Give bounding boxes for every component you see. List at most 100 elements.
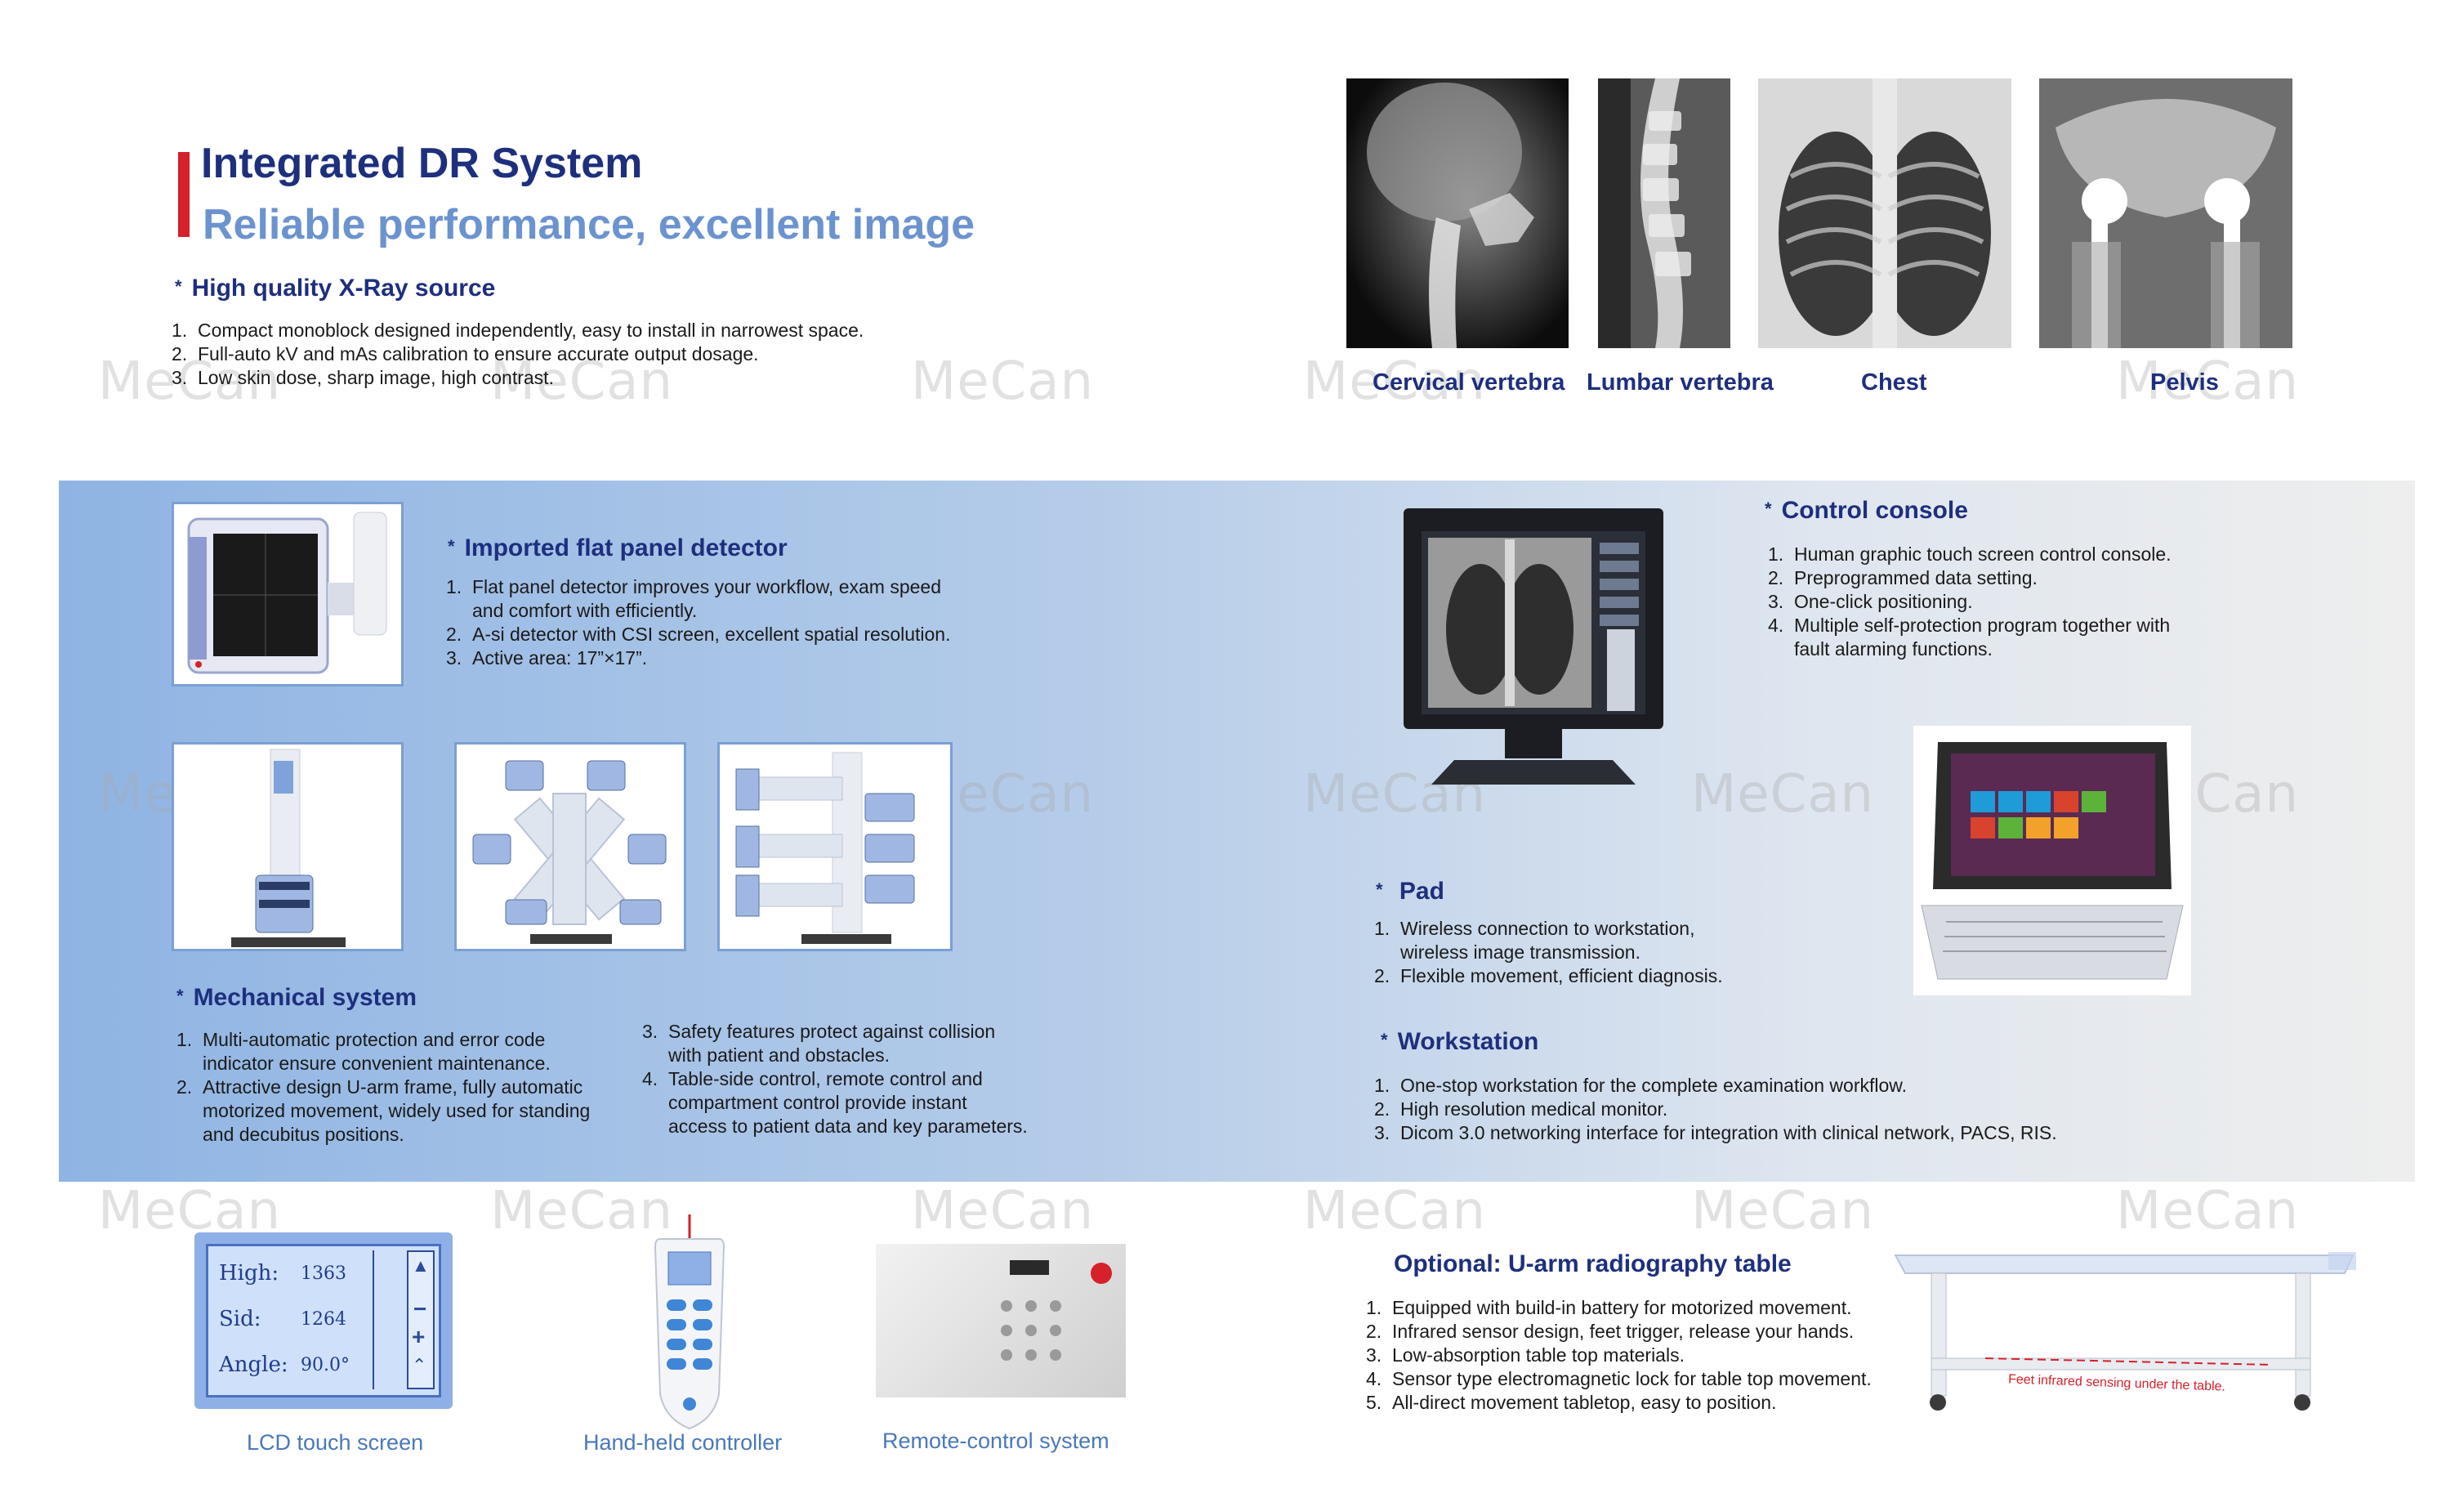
watermark: MeCan [911,351,1095,412]
watermark: MeCan [2116,1181,2300,1241]
list-item: 4.Table-side control, remote control and… [642,1067,1028,1138]
mechanical-list-left: 1.Multi-automatic protection and error c… [176,1028,590,1147]
list-item-number: 2. [446,624,462,645]
pad-heading: * Pad [1376,878,1444,905]
list-item-number: 1. [1374,1075,1390,1096]
list-item: 3.Low-absorption table top materials. [1366,1344,1872,1367]
bullet-star-icon: * [448,536,455,557]
title-accent-bar [178,152,190,237]
console-list: 1.Human graphic touch screen control con… [1768,543,2172,661]
list-item-text: motorized movement, widely used for stan… [203,1100,591,1121]
list-item-text: Full-auto kV and mAs calibration to ensu… [198,343,759,364]
xray-image-cervical [1346,78,1569,348]
pad-list: 1.Wireless connection to workstation,wir… [1374,917,1723,988]
list-item-text: High resolution medical monitor. [1400,1098,1668,1120]
list-item-text: access to patient data and key parameter… [668,1116,1028,1137]
xray-source-heading: *High quality X-Ray source [175,275,496,302]
list-item-text: Flat panel detector improves your workfl… [472,576,941,597]
list-item-number: 3. [1768,591,1784,612]
list-item-text: One-stop workstation for the complete ex… [1400,1075,1908,1096]
list-item: 2. A-si detector with CSI screen, excelle… [446,623,951,646]
list-item: 1. One-stop workstation for the complete … [1374,1074,2057,1098]
list-item-text: Flexible movement, efficient diagnosis. [1400,965,1723,986]
workstation-heading: *Workstation [1381,1028,1539,1055]
list-item-text: indicator ensure convenient maintenance. [203,1053,551,1074]
xray-image-pelvis [2039,78,2292,348]
list-item-text: Wireless connection to workstation, [1400,918,1695,939]
list-item-number: 3. [172,367,188,388]
mechanical-image-lift [717,742,953,951]
table-heading: Optional: U-arm radiography table [1394,1250,1792,1277]
detector-image [172,502,404,686]
pad-tablet-image [1913,726,2191,995]
list-item: 2.Preprogrammed data setting. [1768,566,2172,590]
list-item: 4.Sensor type electromagnetic lock for t… [1366,1367,1872,1391]
list-item-number: 2. [176,1076,193,1098]
list-item: 1.Multi-automatic protection and error c… [176,1028,590,1075]
table-list: 1.Equipped with build-in battery for mot… [1366,1296,1872,1415]
list-item: 1.Wireless connection to workstation,wir… [1374,917,1723,964]
list-item-number: 2. [1374,1098,1390,1120]
list-item-text: and decubitus positions. [203,1124,404,1145]
mechanical-image-upright [172,742,404,951]
list-item-number: 2. [1366,1321,1382,1342]
list-item-text: with patient and obstacles. [668,1044,891,1066]
bullet-star-icon: * [176,986,184,1006]
list-item-text: Sensor type electromagnetic lock for tab… [1392,1368,1872,1389]
list-item-number: 3. [642,1021,658,1042]
page-title: Integrated DR System [201,140,643,187]
list-item-text: Low skin dose, sharp image, high contras… [198,367,554,388]
list-item-number: 4. [642,1068,658,1089]
chevron-up-icon: ⌃ [412,1355,427,1375]
list-item-text: Equipped with build-in battery for motor… [1392,1297,1852,1318]
detector-list: 1.Flat panel detector improves your work… [446,575,951,670]
lcd-readout-label: High: [219,1261,279,1286]
caption-lcd: LCD touch screen [247,1430,424,1455]
mechanical-heading: *Mechanical system [176,984,417,1011]
caption-handheld: Hand-held controller [583,1430,783,1455]
list-item: 2.Flexible movement, efficient diagnosis… [1374,964,1723,988]
caption-lumbar: Lumbar vertebra [1587,369,1774,396]
list-item: 1.Human graphic touch screen control con… [1768,543,2172,566]
lcd-readout-value: 1264 [301,1308,346,1330]
lcd-readout-label: Angle: [219,1353,288,1377]
handheld-controller-image [649,1214,730,1435]
bullet-star-icon: * [1381,1030,1388,1050]
list-item: 4. Multiple self-protection program toget… [1768,614,2172,661]
list-item-text: wireless image transmission. [1400,941,1640,963]
list-item: 3.Active area: 17”×17”. [446,646,951,670]
list-item-number: 3. [1374,1122,1390,1143]
minus-icon: − [413,1296,427,1321]
list-item-text: Multi-automatic protection and error cod… [203,1029,546,1050]
list-item-text: fault alarming functions. [1794,638,1993,660]
list-item: 5.All-direct movement tabletop, easy to … [1366,1391,1872,1415]
list-item-text: Multiple self-protection program togethe… [1794,615,2171,636]
console-heading: *Control console [1765,497,1968,524]
list-item-text: compartment control provide instant [668,1092,967,1113]
list-item-text: Infrared sensor design, feet trigger, re… [1392,1321,1855,1342]
list-item-text: One-click positioning. [1794,591,1973,612]
list-item: 3.Safety features protect against collis… [642,1020,1028,1067]
list-item-number: 4. [1768,615,1784,636]
lcd-readout-row: Angle:90.0° [219,1342,382,1388]
watermark: MeCan [1303,1181,1487,1241]
list-item: 1.Flat panel detector improves your work… [446,575,951,623]
list-item-text: All-direct movement tabletop, easy to po… [1392,1392,1777,1413]
xray-image-chest [1758,78,2011,348]
workstation-list: 1. One-stop workstation for the complete … [1374,1074,2057,1145]
list-item: 1.Equipped with build-in battery for mot… [1366,1296,1872,1320]
caption-cervical: Cervical vertebra [1373,369,1565,396]
list-item: 2.Full-auto kV and mAs calibration to en… [172,342,864,366]
caption-chest: Chest [1861,369,1927,396]
list-item-text: A-si detector with CSI screen, excellent… [472,624,951,645]
list-item: 2. High resolution medical monitor. [1374,1098,2057,1121]
bullet-star-icon: * [175,276,182,297]
list-item-text: Preprogrammed data setting. [1794,567,2038,588]
lcd-readout-value: 1363 [301,1263,346,1284]
watermark: MeCan [1691,1181,1875,1241]
list-item: 2. Infrared sensor design, feet trigger, … [1366,1320,1872,1344]
list-item-text: Low-absorption table top materials. [1392,1344,1685,1366]
list-item: 3. One-click positioning. [1768,590,2172,614]
watermark: MeCan [490,1181,674,1241]
